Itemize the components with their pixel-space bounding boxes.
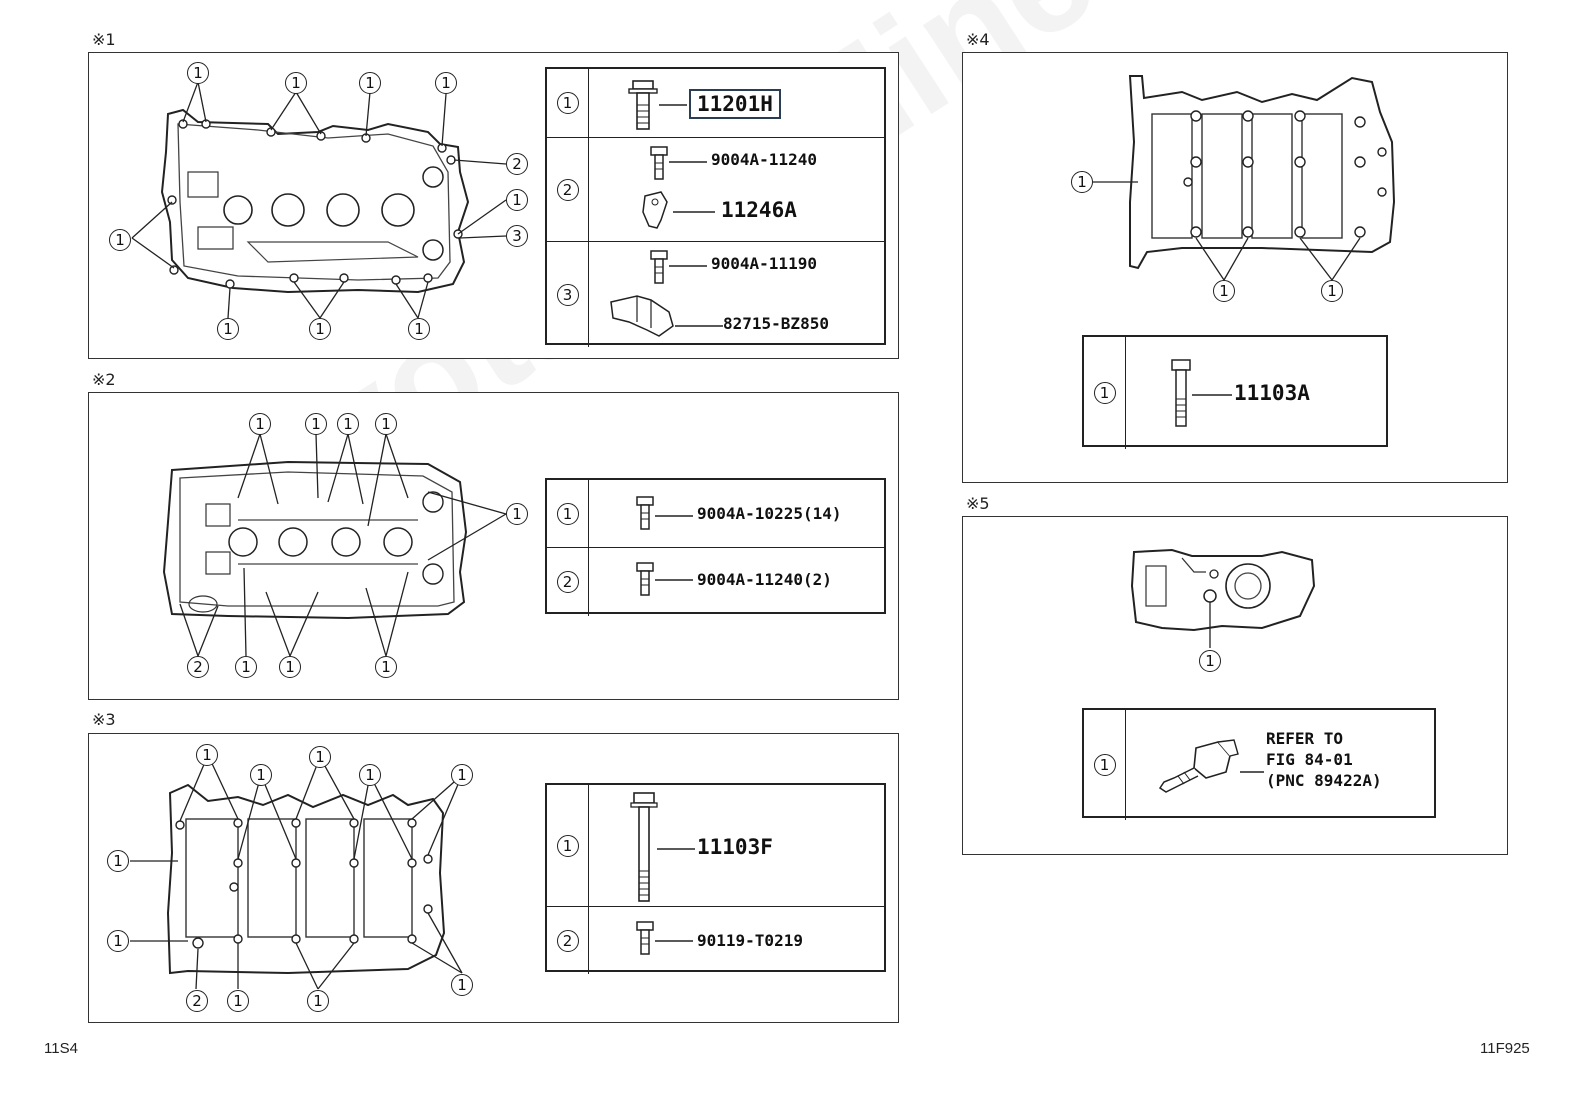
callout-2: 2 (187, 656, 209, 678)
sensor-icon (1158, 739, 1239, 793)
part-number[interactable]: 11201H (689, 89, 781, 119)
callout-1: 1 (408, 318, 430, 340)
bolt-icon (650, 146, 668, 180)
callout-1: 1 (359, 72, 381, 94)
callout-1: 1 (187, 62, 209, 84)
callout-2: 2 (506, 153, 528, 175)
bolt-icon (650, 250, 668, 284)
callout-1: 1 (451, 764, 473, 786)
part-number[interactable]: 11246A (721, 198, 797, 222)
row-number: 2 (556, 929, 579, 952)
section-label-1: ※1 (92, 30, 116, 49)
callout-1: 1 (235, 656, 257, 678)
refer-note[interactable]: REFER TO FIG 84-01 (PNC 89422A) (1266, 729, 1382, 790)
callout-1: 1 (1199, 650, 1221, 672)
row-number: 1 (556, 502, 579, 525)
part-number[interactable]: 11103F (697, 835, 773, 859)
callout-1: 1 (107, 930, 129, 952)
section-2-drawing (162, 433, 507, 657)
bolt-icon (628, 80, 658, 130)
row-number: 1 (1093, 754, 1116, 776)
table-row: 1 REFER TO FIG 84-01 (PNC 89422A) (1084, 710, 1434, 820)
section-5-drawing (1130, 548, 1316, 648)
page-code-right: 11F925 (1480, 1040, 1530, 1057)
callout-2: 2 (186, 990, 208, 1012)
parts-table-3: 1 11103F 2 90119-T0219 (545, 783, 886, 974)
part-number[interactable]: 82715-BZ850 (723, 314, 829, 333)
section-label-3: ※3 (92, 710, 116, 729)
table-row: 1 9004A-10225(14) (547, 480, 884, 548)
parts-table-2: 1 9004A-10225(14) 2 9004A-11240(2) (545, 478, 886, 616)
callout-1: 1 (451, 974, 473, 996)
callout-1: 1 (1213, 280, 1235, 302)
callout-1: 1 (227, 990, 249, 1012)
table-row: 1 11103A (1084, 337, 1386, 449)
callout-1: 1 (107, 850, 129, 872)
row-number: 1 (556, 92, 579, 114)
callout-1: 1 (435, 72, 457, 94)
table-row: 1 11201H (547, 69, 884, 138)
callout-1: 1 (217, 318, 239, 340)
row-number: 2 (556, 571, 579, 593)
row-number: 1 (1093, 382, 1116, 404)
long-bolt-icon (630, 792, 658, 902)
callout-3: 3 (506, 225, 528, 247)
callout-1: 1 (250, 764, 272, 786)
part-number[interactable]: 9004A-11240(2) (697, 570, 832, 589)
callout-1: 1 (359, 764, 381, 786)
callout-1: 1 (375, 656, 397, 678)
callout-1: 1 (375, 413, 397, 435)
callout-1: 1 (337, 413, 359, 435)
bolt-icon (1171, 359, 1191, 427)
callout-1: 1 (285, 72, 307, 94)
row-number: 1 (556, 834, 579, 857)
callout-1: 1 (307, 990, 329, 1012)
table-row: 2 9004A-11240 11246A (547, 138, 884, 242)
page-code-left: 11S4 (44, 1040, 78, 1057)
parts-table-5: 1 REFER TO FIG 84-01 (PNC 89422A) (1082, 708, 1436, 820)
section-3-drawing (130, 754, 463, 990)
callout-1: 1 (506, 503, 528, 525)
table-row: 2 9004A-11240(2) (547, 548, 884, 616)
clamp-icon (642, 191, 668, 229)
section-label-4: ※4 (966, 30, 990, 49)
row-number: 3 (556, 283, 579, 306)
row-number: 2 (556, 178, 579, 201)
callout-1: 1 (1321, 280, 1343, 302)
section-label-5: ※5 (966, 494, 990, 513)
bolt-icon (636, 562, 654, 596)
callout-1: 1 (279, 656, 301, 678)
part-number[interactable]: 90119-T0219 (697, 931, 803, 950)
bolt-icon (636, 496, 654, 530)
section-4-drawing (1092, 75, 1396, 281)
callout-1: 1 (196, 744, 218, 766)
table-row: 1 11103F (547, 785, 884, 907)
callout-1: 1 (1071, 171, 1093, 193)
bolt-icon (636, 921, 654, 955)
callout-1: 1 (506, 189, 528, 211)
callout-1: 1 (109, 229, 131, 251)
callout-1: 1 (249, 413, 271, 435)
part-number[interactable]: 9004A-11240 (711, 150, 817, 169)
parts-table-4: 1 11103A (1082, 335, 1388, 449)
callout-1: 1 (309, 318, 331, 340)
part-number[interactable]: 9004A-10225(14) (697, 504, 842, 523)
part-number[interactable]: 9004A-11190 (711, 254, 817, 273)
section-label-2: ※2 (92, 370, 116, 389)
part-number[interactable]: 11103A (1234, 381, 1310, 405)
parts-table-1: 1 11201H 2 9004A-11240 11246A 3 (545, 67, 886, 347)
table-row: 2 90119-T0219 (547, 907, 884, 974)
section-1-drawing (131, 81, 507, 319)
table-row: 3 9004A-11190 82715-BZ850 (547, 242, 884, 347)
bracket-icon (610, 295, 674, 337)
callout-1: 1 (305, 413, 327, 435)
callout-1: 1 (309, 746, 331, 768)
